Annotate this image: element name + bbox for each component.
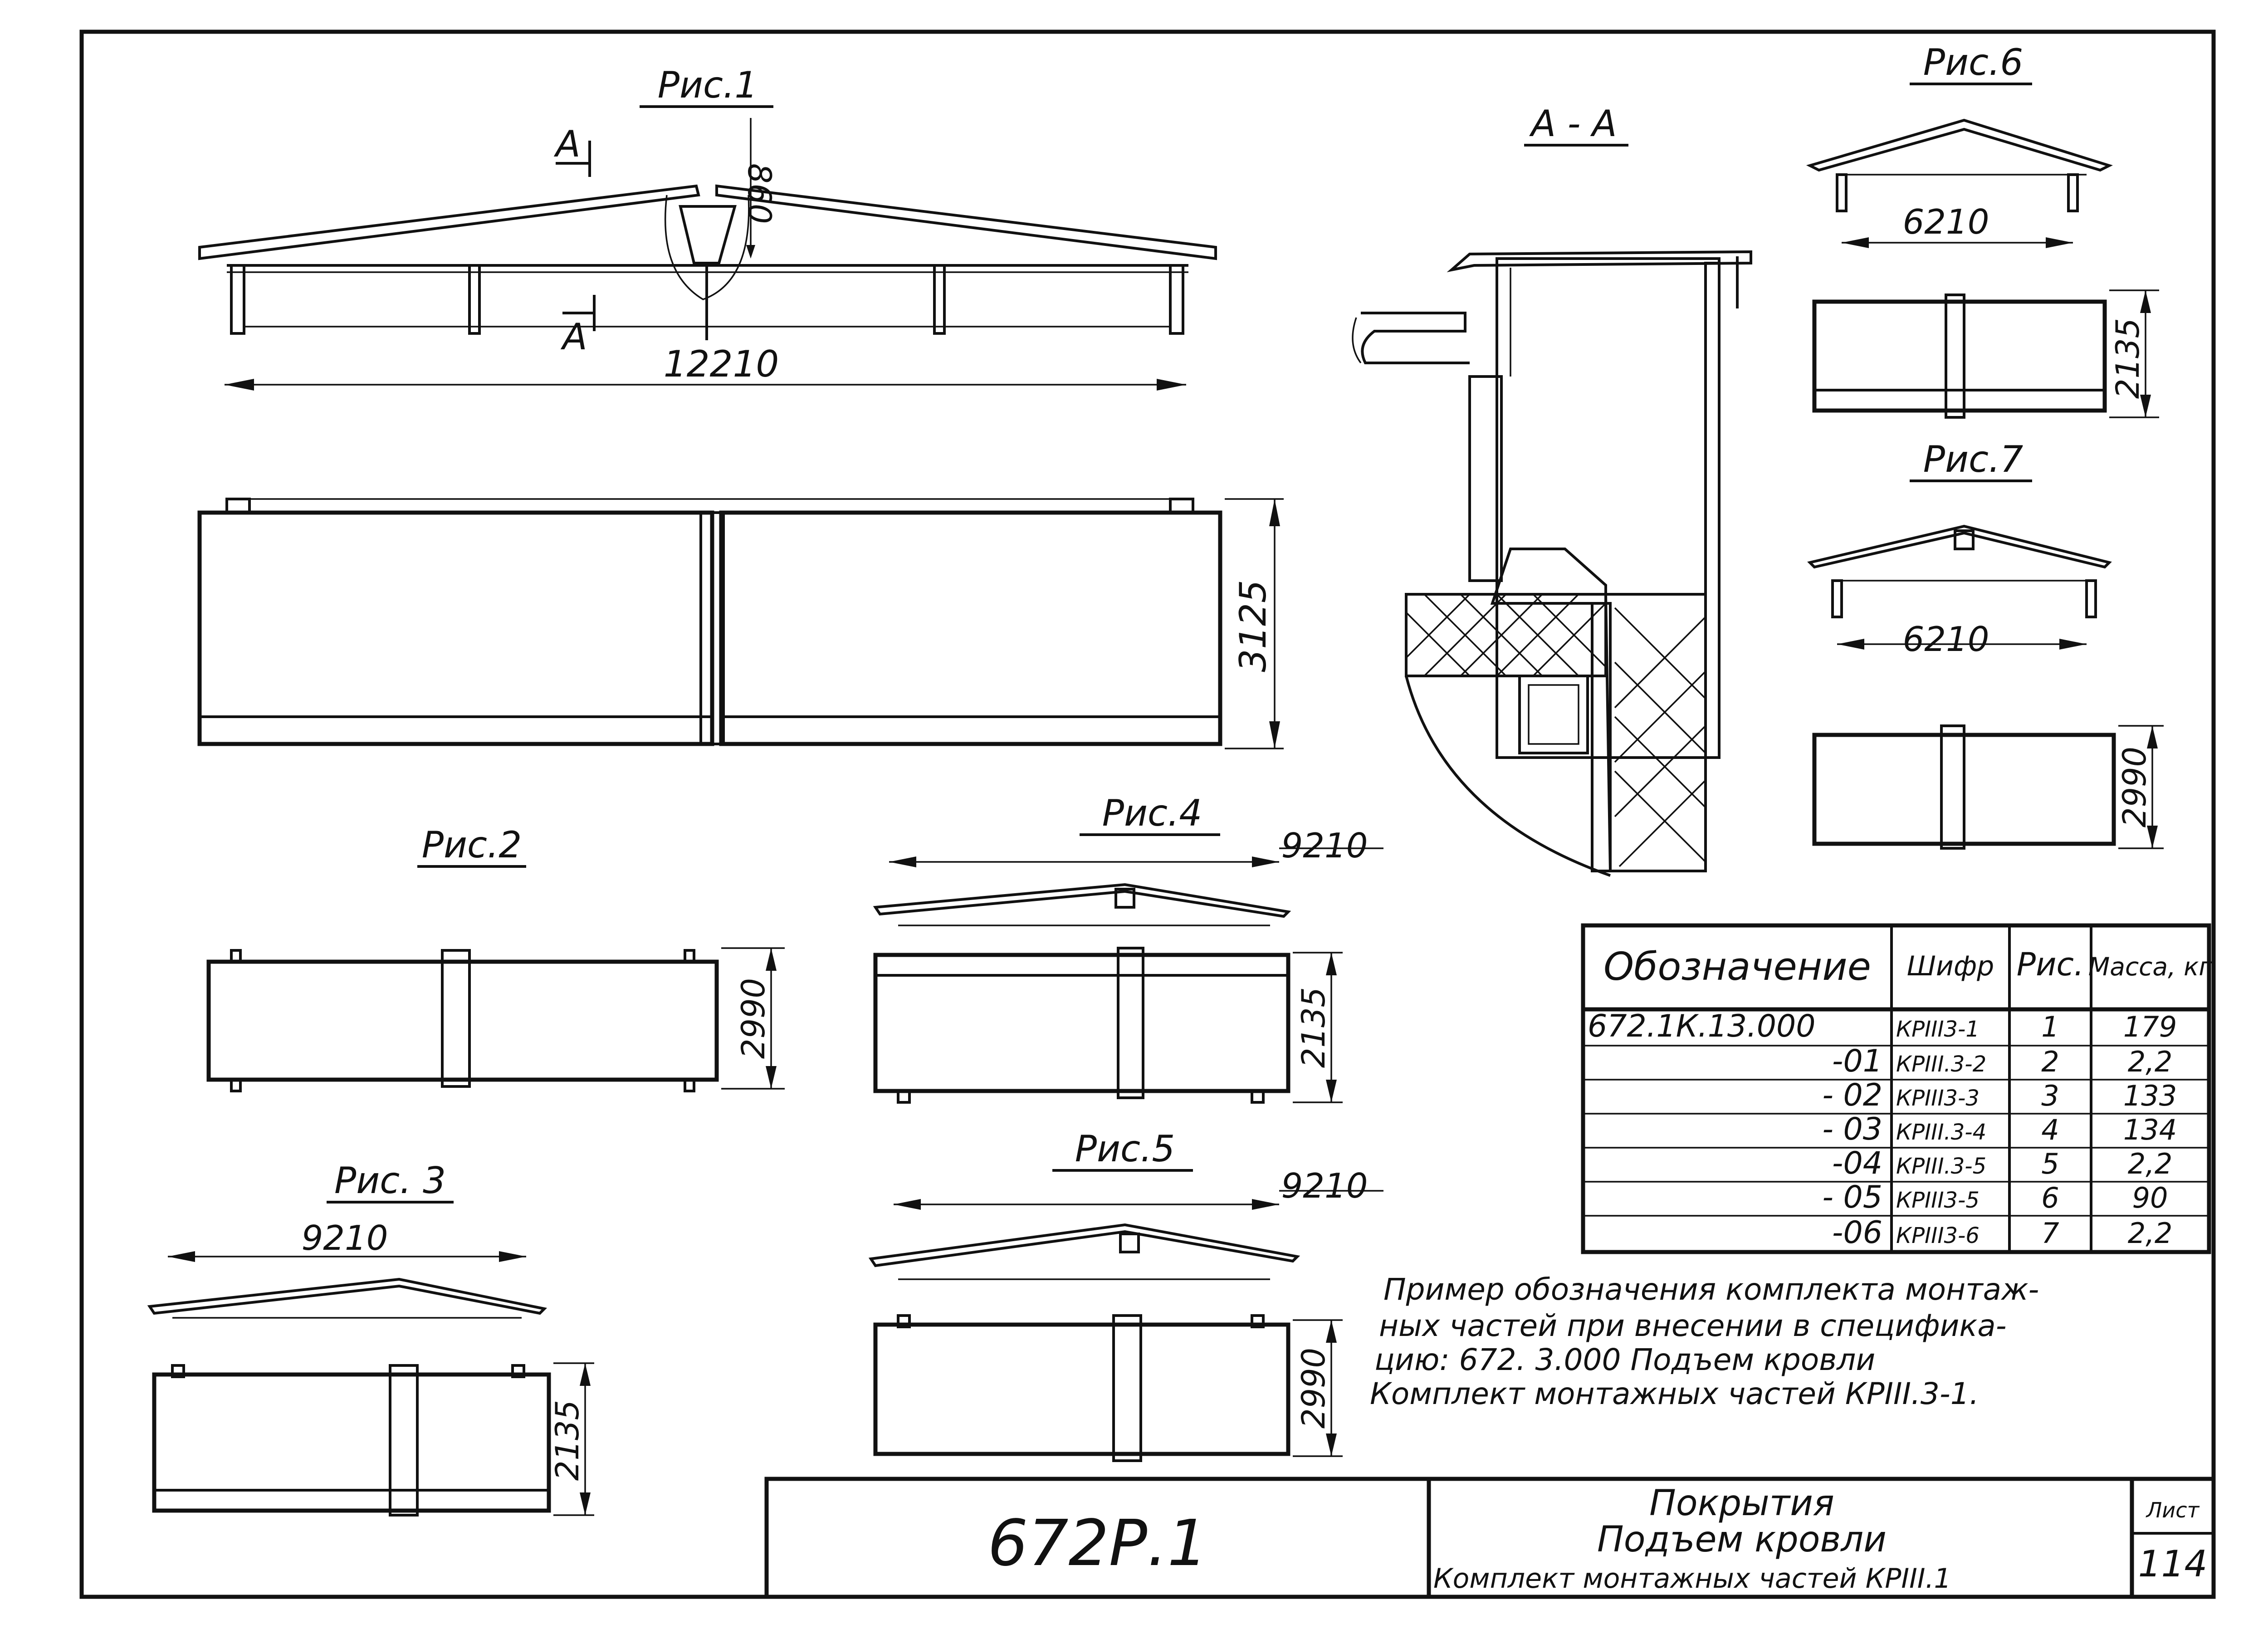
doc-code: 672Р.1: [987, 1507, 1207, 1580]
row-code: КРIII3-6: [1896, 1223, 1980, 1248]
table-header-code: Шифр: [1907, 950, 1994, 982]
row-mass: 179: [2123, 1010, 2177, 1043]
figure-7: Рис.7 6210 2990: [1807, 438, 2164, 850]
row-mass: 2,2: [2128, 1217, 2173, 1250]
row-designation: -04: [1832, 1145, 1882, 1181]
table-row: 672.1К.13.000 КРIII3-1 1 179: [1588, 1008, 2177, 1044]
row-designation: - 03: [1822, 1111, 1882, 1147]
row-designation: - 02: [1822, 1077, 1882, 1113]
fig1-dim-width: 3125: [1232, 580, 1274, 672]
figure-1-elevation: Рис.1 А А 860 12210: [198, 64, 1217, 391]
row-code: КРIII3-3: [1896, 1086, 1980, 1111]
fig6-dim-width: 2135: [2109, 318, 2146, 399]
fig3-dim-width: 2135: [549, 1400, 586, 1481]
fig5-dim-width: 2990: [1295, 1348, 1332, 1429]
title-line-1: Покрытия: [1649, 1483, 1834, 1524]
row-designation: -06: [1832, 1215, 1882, 1251]
fig4-title: Рис.4: [1102, 792, 1202, 834]
row-code: КРIII.3-2: [1896, 1052, 1986, 1077]
row-mass: 90: [2132, 1181, 2168, 1214]
fig6-title: Рис.6: [1923, 41, 2024, 83]
fig2-title: Рис.2: [422, 824, 522, 866]
sheet-number: 114: [2138, 1543, 2208, 1585]
row-fig: 7: [2041, 1217, 2059, 1250]
row-mass: 133: [2123, 1079, 2177, 1112]
row-code: КРIII3-5: [1896, 1188, 1980, 1213]
row-mass: 2,2: [2128, 1147, 2173, 1180]
section-mark-a-top: А: [553, 123, 581, 165]
row-mass: 134: [2123, 1113, 2177, 1146]
row-fig: 4: [2041, 1113, 2059, 1146]
row-designation: - 05: [1822, 1179, 1882, 1215]
row-designation: -01: [1832, 1043, 1882, 1079]
note-line: Пример обозначения комплекта монтаж-: [1383, 1272, 2039, 1307]
table-row: -06 КРIII3-6 7 2,2: [1832, 1215, 2172, 1251]
sheet-label: Лист: [2146, 1498, 2200, 1522]
title-block: 672Р.1 Покрытия Подъем кровли Комплект м…: [764, 1477, 2216, 1599]
fig7-title: Рис.7: [1923, 438, 2024, 480]
table-row: - 03 КРIII.3-4 4 134: [1822, 1111, 2177, 1147]
section-mark-a-bottom: А: [560, 316, 587, 358]
title-line-2: Подъем кровли: [1597, 1519, 1887, 1560]
title-line-3: Комплект монтажных частей КРIII.1: [1433, 1563, 1951, 1595]
row-code: КРIII3-1: [1896, 1017, 1980, 1042]
designation-note: Пример обозначения комплекта монтаж- ных…: [1370, 1272, 2039, 1411]
table-row: - 02 КРIII3-3 3 133: [1822, 1077, 2177, 1113]
fig3-title: Рис. 3: [334, 1159, 446, 1202]
table-row: - 05 КРIII3-5 6 90: [1822, 1179, 2168, 1215]
row-fig: 3: [2041, 1079, 2059, 1112]
row-fig: 1: [2041, 1010, 2059, 1043]
figure-3: Рис. 3 9210 2135: [147, 1159, 594, 1517]
table-header-fig: Рис.: [2017, 946, 2084, 983]
note-line: ных частей при внесении в специфика-: [1379, 1308, 2007, 1343]
row-fig: 2: [2041, 1045, 2059, 1078]
figure-6: Рис.6 6210 2135: [1806, 41, 2159, 419]
fig7-dim-length: 6210: [1903, 619, 1989, 659]
fig7-dim-width: 2990: [2116, 747, 2153, 827]
fig4-dim-width: 2135: [1295, 987, 1332, 1068]
figure-4: Рис.4 9210 2135: [873, 792, 1383, 1104]
fig5-dim-length: 9210: [1281, 1166, 1368, 1206]
section-a-a: А - А: [1352, 103, 1752, 877]
table-row: -04 КРIII.3-5 5 2,2: [1832, 1145, 2172, 1181]
fig6-dim-length: 6210: [1903, 202, 1989, 242]
fig1-dim-height: 860: [741, 163, 778, 224]
fig2-dim-width: 2990: [735, 978, 772, 1059]
spec-table: Обозначение Шифр Рис. Масса, кг 672.1К.1…: [1581, 923, 2213, 1254]
note-line: Комплект монтажных частей КРIII.3-1.: [1370, 1376, 1979, 1411]
row-mass: 2,2: [2128, 1045, 2173, 1078]
figure-5: Рис.5 9210 2990: [868, 1128, 1383, 1462]
figure-1-plan: 3125: [197, 498, 1284, 749]
fig1-dim-length: 12210: [664, 343, 779, 385]
fig1-title: Рис.1: [658, 64, 758, 106]
fig4-dim-length: 9210: [1281, 826, 1368, 866]
figure-2: Рис.2 2990: [206, 824, 785, 1092]
row-code: КРIII.3-5: [1896, 1154, 1986, 1179]
table-header-mass: Масса, кг: [2088, 952, 2213, 981]
fig5-title: Рис.5: [1075, 1128, 1175, 1170]
table-row: -01 КРIII.3-2 2 2,2: [1832, 1043, 2172, 1079]
row-fig: 6: [2041, 1181, 2059, 1214]
fig3-dim-length: 9210: [302, 1218, 388, 1258]
row-fig: 5: [2041, 1147, 2059, 1180]
table-header-designation: Обозначение: [1603, 944, 1871, 989]
row-designation: 672.1К.13.000: [1588, 1008, 1816, 1044]
note-line: цию: 672. 3.000 Подъем кровли: [1374, 1342, 1875, 1377]
row-code: КРIII.3-4: [1896, 1120, 1986, 1145]
section-aa-title: А - А: [1529, 103, 1617, 145]
